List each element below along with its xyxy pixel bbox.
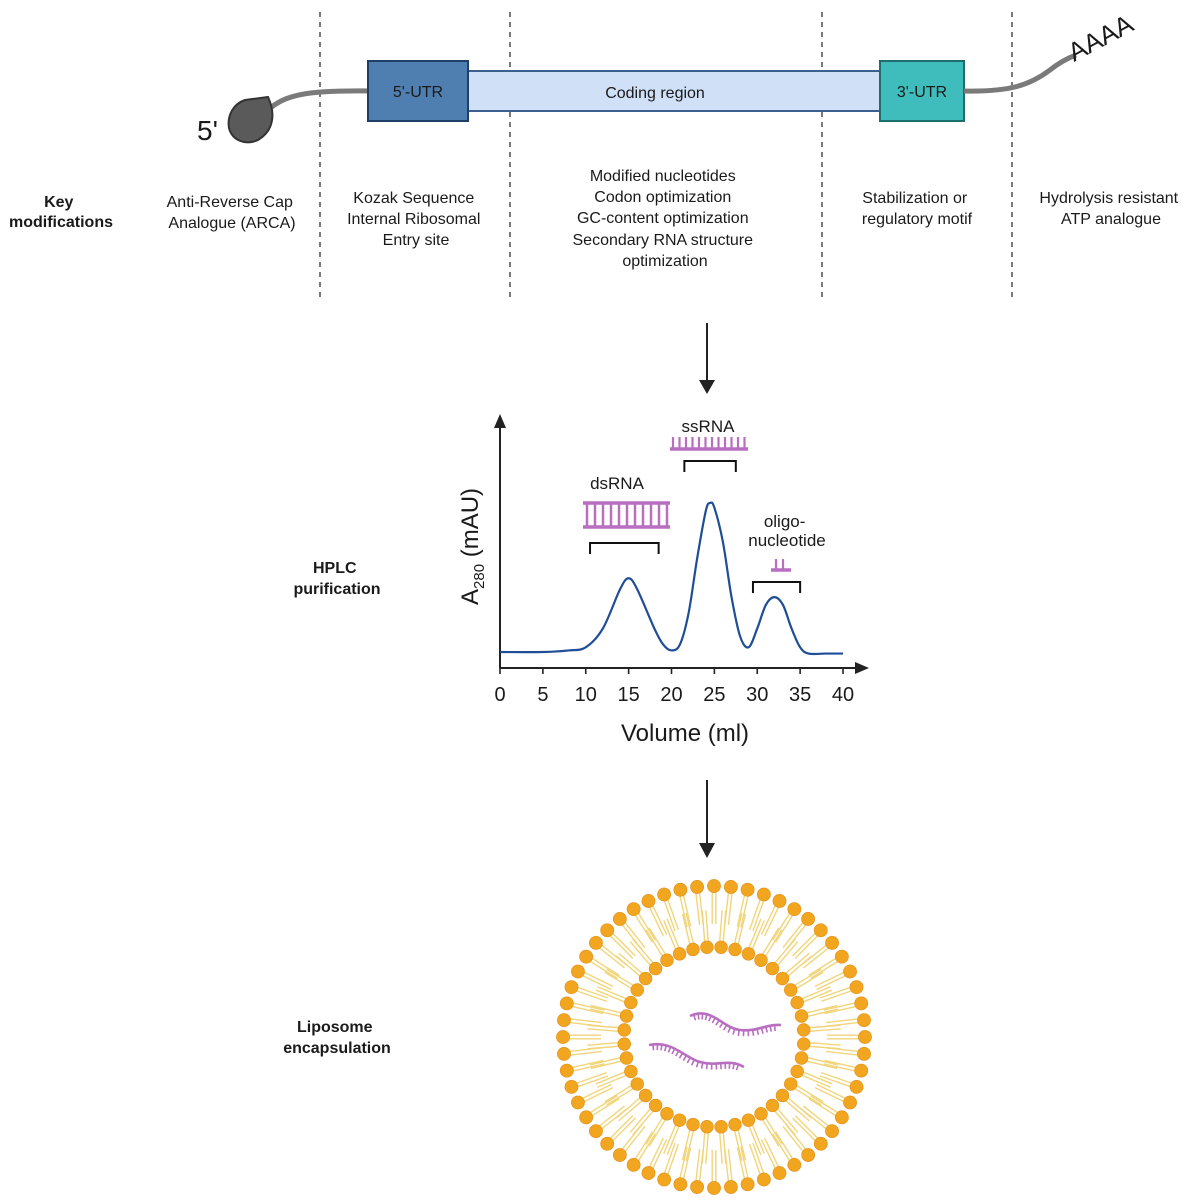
x-tick-label: 20 <box>660 684 682 706</box>
dsrna-label: dsRNA <box>590 474 645 493</box>
flow-arrow <box>699 323 715 394</box>
mrna-strand-icon <box>689 1012 782 1037</box>
polya-label: AAAA <box>1063 8 1139 67</box>
hplc-title: HPLC purification <box>293 560 380 598</box>
coding-modification-text: Modified nucleotides Codon optimization … <box>573 168 758 270</box>
x-tick-label: 10 <box>575 684 597 706</box>
x-tick-label: 15 <box>618 684 640 706</box>
x-tick-label: 30 <box>746 684 768 706</box>
key-modifications: Key modifications Anti-Reverse Cap Analo… <box>9 168 1182 270</box>
polya-tail <box>963 52 1077 94</box>
lipid-bilayer-tails <box>568 891 860 1183</box>
y-axis-title: A280 (mAU) <box>457 488 488 605</box>
cap-icon <box>227 95 274 144</box>
ssrna-icon <box>670 437 748 451</box>
cap-modification-text: Anti-Reverse Cap Analogue (ARCA) <box>167 194 298 232</box>
dsrna-icon <box>583 501 670 529</box>
tail-modification-text: Hydrolysis resistant ATP analogue <box>1039 190 1182 228</box>
x-axis-title: Volume (ml) <box>621 720 749 747</box>
mrna-strand-icon <box>648 1042 745 1071</box>
oligo-annotation: oligo- nucleotide <box>748 512 826 593</box>
five-utr-label: 5'-UTR <box>393 84 443 101</box>
three-utr-label: 3'-UTR <box>897 84 947 101</box>
liposome-title: Liposome encapsulation <box>283 1019 391 1057</box>
x-tick-label: 40 <box>832 684 854 706</box>
five-prime-strand <box>266 88 373 112</box>
liposome-illustration <box>556 879 872 1195</box>
dsrna-annotation: dsRNA <box>583 474 670 554</box>
utr5-modification-text: Kozak Sequence Internal Ribosomal Entry … <box>347 190 485 249</box>
coding-region-label: Coding region <box>605 85 705 102</box>
ssrna-annotation: ssRNA <box>670 417 748 472</box>
oligo-label: oligo- nucleotide <box>748 512 826 550</box>
x-tick-label: 0 <box>494 684 505 706</box>
oligo-bracket <box>751 581 802 593</box>
ssrna-bracket <box>683 460 737 472</box>
x-tick-label: 25 <box>703 684 725 706</box>
dsrna-bracket <box>589 542 660 554</box>
five-prime-label: 5' <box>197 115 218 146</box>
x-tick-label: 35 <box>789 684 811 706</box>
x-ticks: 0 5 10 15 20 25 30 35 40 <box>494 668 854 706</box>
x-tick-label: 5 <box>537 684 548 706</box>
flow-arrow <box>699 780 715 858</box>
five-utr-box <box>367 60 469 122</box>
x-axis-arrowhead <box>855 662 869 674</box>
three-utr-box <box>879 60 965 122</box>
lipid-heads <box>556 879 872 1195</box>
y-axis-arrowhead <box>494 414 506 428</box>
utr3-modification-text: Stabilization or regulatory motif <box>862 190 973 228</box>
ssrna-label: ssRNA <box>682 417 736 436</box>
chromatogram-line <box>499 501 843 656</box>
key-modifications-title: Key modifications <box>9 194 113 231</box>
oligo-icon <box>771 559 791 572</box>
